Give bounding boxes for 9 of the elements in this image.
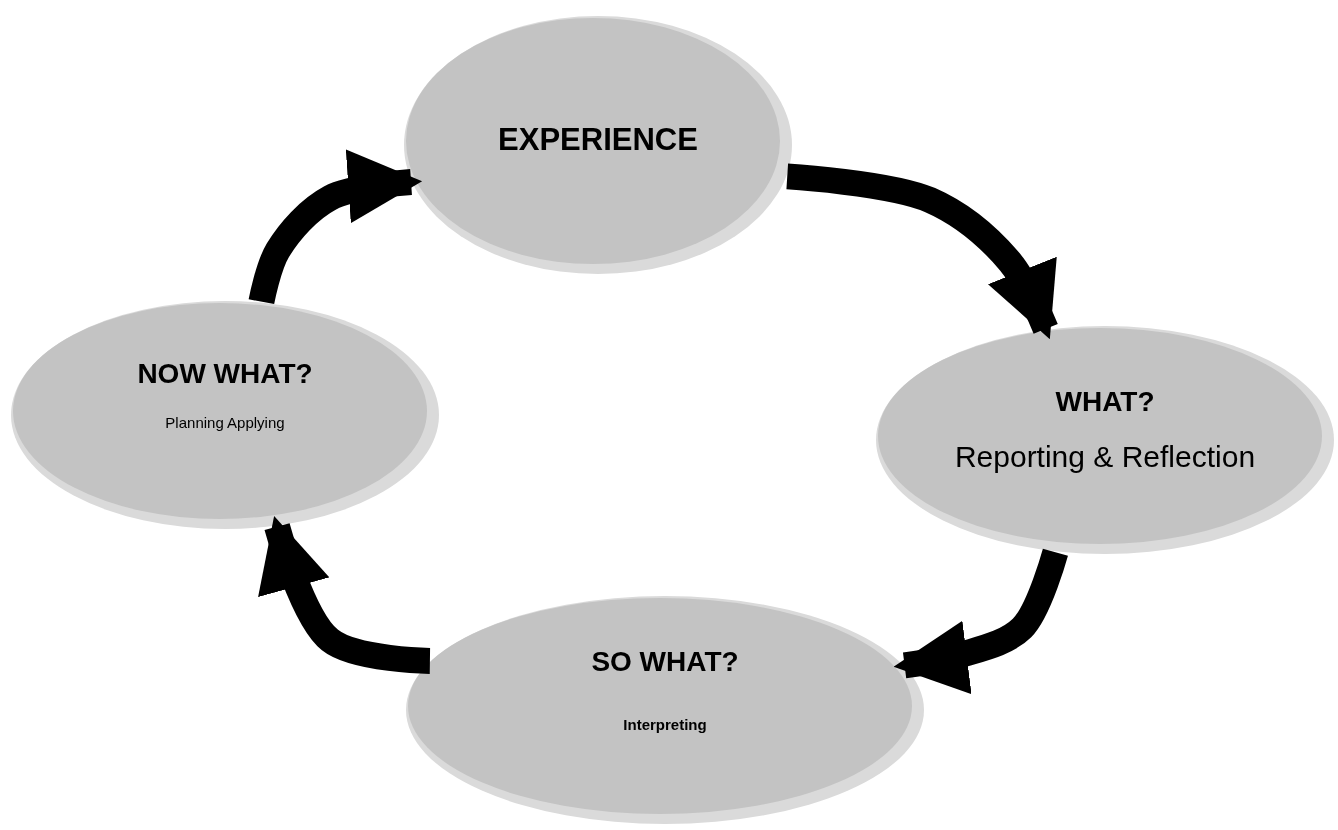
node-title: WHAT? xyxy=(1055,385,1155,418)
node-title: SO WHAT? xyxy=(591,646,739,679)
arrow xyxy=(786,163,1058,340)
arrow xyxy=(258,515,431,674)
node-description: Planning Applying xyxy=(165,414,285,432)
node-title: EXPERIENCE xyxy=(498,122,698,158)
node-title: NOW WHAT? xyxy=(137,358,313,391)
node-description: Reporting & Reflection xyxy=(954,439,1256,475)
node-description: Interpreting xyxy=(623,716,707,734)
